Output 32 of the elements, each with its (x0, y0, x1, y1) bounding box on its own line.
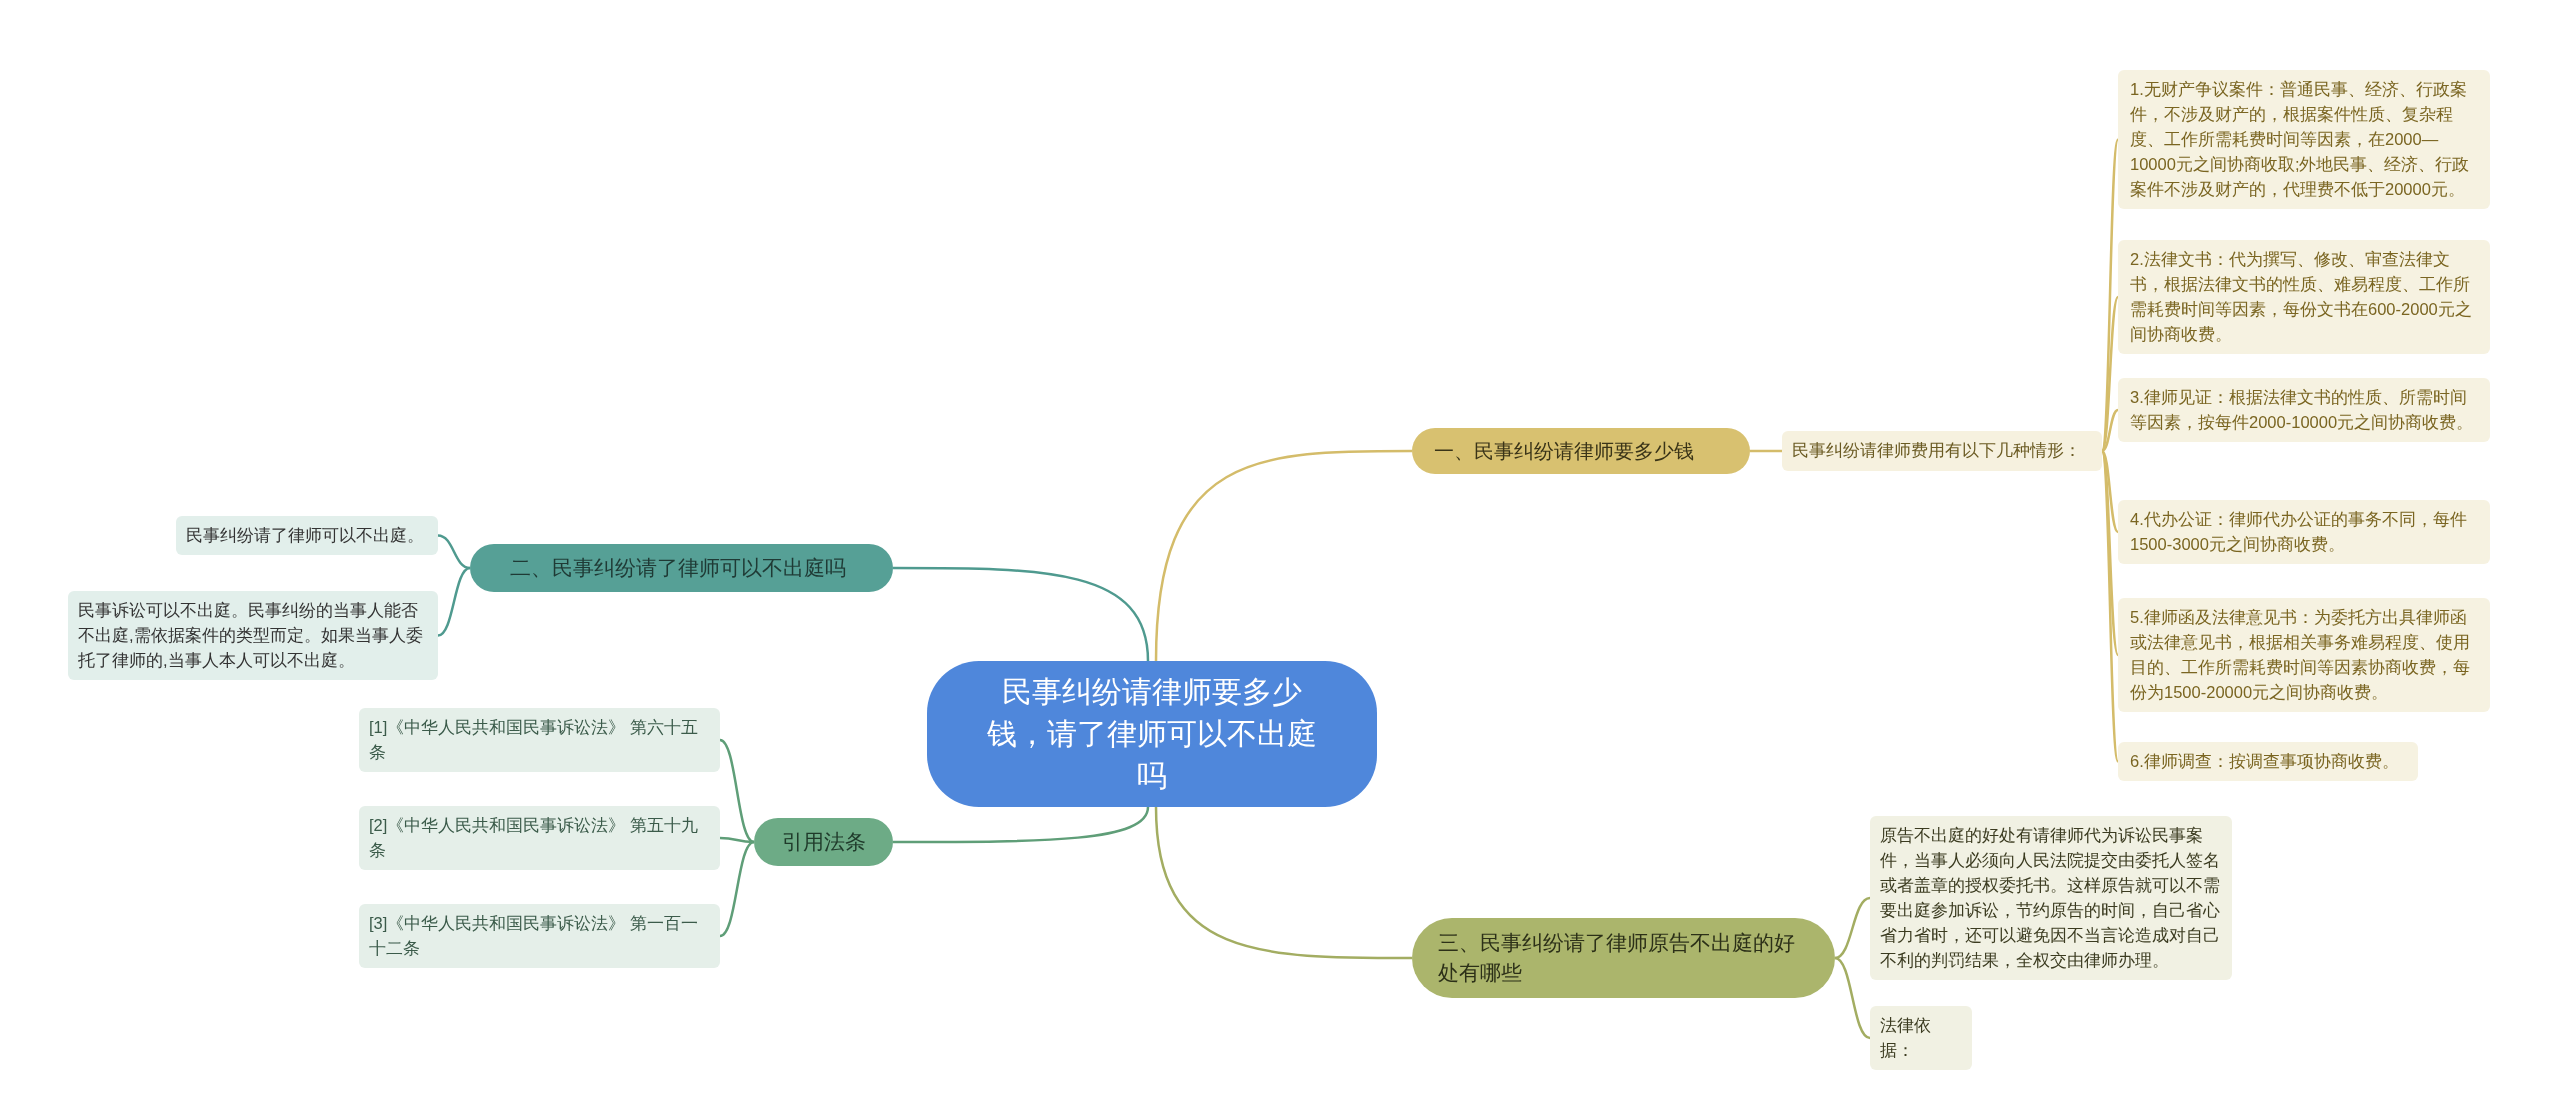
reference-card: [1]《中华人民共和国民事诉讼法》 第六十五条 (359, 708, 720, 772)
connector (1834, 896, 1871, 960)
connector (1154, 449, 1412, 662)
note-card: 6.律师调查：按调查事项协商收费。 (2118, 742, 2418, 781)
note-card: 1.无财产争议案件：普通民事、经济、行政案件，不涉及财产的，根据案件性质、复杂程度、工作所需耗费时间等因素，在2000—10000元之间协商收取;外地民事、经济、行政案件不涉及财产的，代理费不低于20000元。 (2118, 70, 2490, 209)
connector (893, 566, 1150, 662)
reference-card: [2]《中华人民共和国民事诉讼法》 第五十九条 (359, 806, 720, 870)
note-card: 民事诉讼可以不出庭。民事纠纷的当事人能否不出庭,需依据案件的类型而定。如果当事人委托了律师的,当事人本人可以不出庭。 (68, 591, 438, 680)
note-card: 原告不出庭的好处有请律师代为诉讼民事案件，当事人必须向人民法院提交由委托人签名或者盖章的授权委托书。这样原告就可以不需要出庭参加诉讼，节约原告的时间，自己省心省力省时，还可以避免因不当言论造成对自己不利的判罚结果，全权交由律师办理。 (1870, 816, 2232, 980)
connector (437, 534, 471, 570)
connector (1834, 956, 1871, 1040)
reference-card: [3]《中华人民共和国民事诉讼法》 第一百一十二条 (359, 904, 720, 968)
branch-topic: 三、民事纠纷请了律师原告不出庭的好处有哪些 (1412, 918, 1835, 998)
connector (719, 840, 755, 938)
branch-topic: 二、民事纠纷请了律师可以不出庭吗 (470, 544, 893, 592)
central-topic: 民事纠纷请律师要多少钱，请了律师可以不出庭吗 (927, 661, 1377, 807)
note-card: 民事纠纷请了律师可以不出庭。 (176, 516, 438, 555)
connector (2101, 450, 2119, 533)
branch-topic: 一、民事纠纷请律师要多少钱 (1412, 428, 1750, 474)
connector (437, 566, 471, 637)
note-card: 4.代办公证：律师代办公证的事务不同，每件1500-3000元之间协商收费。 (2118, 500, 2490, 564)
note-card: 法律依据： (1870, 1006, 1972, 1070)
note-card: 2.法律文书：代为撰写、修改、审查法律文书，根据法律文书的性质、难易程度、工作所需耗费时间等因素，每份文书在600-2000元之间协商收费。 (2118, 240, 2490, 354)
connector (2101, 408, 2119, 453)
subtopic-card: 民事纠纷请律师费用有以下几种情形： (1782, 431, 2102, 471)
connector (1154, 806, 1412, 960)
branch-topic: 引用法条 (754, 818, 893, 866)
connector (893, 806, 1150, 844)
note-card: 3.律师见证：根据法律文书的性质、所需时间等因素，按每件2000-10000元之间协商收费。 (2118, 378, 2490, 442)
note-card: 5.律师函及法律意见书：为委托方出具律师函或法律意见书，根据相关事务难易程度、使用目的、工作所需耗费时间等因素协商收费，每份为1500-20000元之间协商收费。 (2118, 598, 2490, 712)
connector (1750, 449, 1782, 453)
connector (719, 738, 755, 844)
